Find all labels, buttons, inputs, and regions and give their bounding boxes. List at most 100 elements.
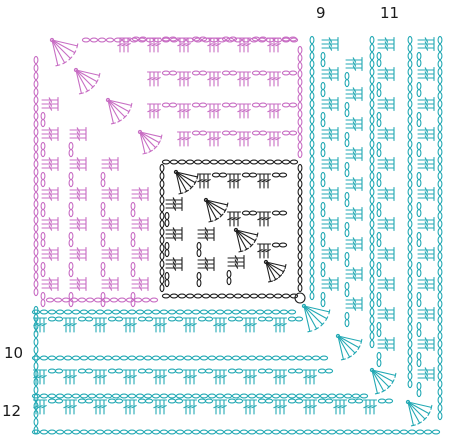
- chain-stitch: [273, 293, 283, 299]
- dc-stitch: [345, 176, 363, 184]
- dc-stitch: [417, 104, 435, 112]
- dc-stitch: [69, 224, 87, 232]
- dc-stitch: [101, 190, 119, 198]
- chain-stitch: [100, 268, 106, 278]
- chain-stitch: [407, 307, 413, 317]
- chain-stitch: [159, 275, 165, 285]
- dc-stitch: [417, 70, 435, 78]
- chain-stitch: [297, 195, 303, 205]
- dc-stitch: [417, 340, 435, 348]
- chain-stitch: [225, 159, 235, 165]
- dc-stitch: [214, 37, 222, 53]
- chain-stitch: [407, 163, 413, 173]
- chain-stitch: [141, 297, 151, 303]
- chain-stitch: [54, 398, 64, 404]
- chain-stitch: [159, 227, 165, 237]
- chain-stitch: [320, 201, 326, 211]
- dc-stitch: [182, 369, 190, 385]
- chain-stitch: [437, 67, 443, 77]
- chain-stitch: [97, 37, 107, 43]
- chain-stitch: [233, 159, 243, 165]
- dc-stitch: [417, 276, 435, 284]
- dc-stitch: [417, 254, 435, 262]
- chain-stitch: [264, 398, 274, 404]
- dc-stitch: [131, 276, 149, 284]
- chain-stitch: [33, 111, 39, 121]
- chain-stitch: [297, 109, 303, 119]
- chain-stitch: [33, 337, 39, 347]
- chain-stitch: [33, 151, 39, 161]
- chain-stitch: [271, 393, 281, 399]
- chain-stitch: [437, 51, 443, 61]
- dc-stitch: [216, 399, 224, 415]
- chain-stitch: [303, 393, 313, 399]
- chain-stitch: [376, 111, 382, 121]
- dc-stitch: [250, 399, 258, 415]
- dc-stitch: [377, 220, 395, 228]
- dc-stitch: [377, 130, 395, 138]
- chain-stitch: [288, 70, 298, 76]
- chain-stitch: [33, 353, 39, 363]
- chain-stitch: [264, 368, 274, 374]
- chain-stitch: [33, 345, 39, 355]
- chain-stitch: [309, 187, 315, 197]
- chain-stitch: [55, 429, 65, 435]
- dc-stitch: [280, 369, 288, 385]
- chain-stitch: [40, 178, 46, 188]
- dc-stitch: [345, 236, 363, 244]
- dc-stitch: [377, 310, 395, 318]
- dc-stitch: [216, 317, 224, 333]
- dc-stitch: [66, 399, 74, 415]
- dc-stitch: [377, 186, 395, 194]
- chain-stitch: [223, 355, 233, 361]
- dc-stitch: [321, 254, 339, 262]
- dc-stitch: [41, 164, 59, 172]
- chain-stitch: [309, 291, 315, 301]
- chain-stitch: [257, 398, 267, 404]
- chain-stitch: [344, 258, 350, 268]
- chain-stitch: [185, 293, 195, 299]
- chain-stitch: [159, 211, 165, 221]
- dc-stitch: [345, 120, 363, 128]
- chain-stitch: [33, 207, 39, 217]
- dc-stitch: [130, 317, 138, 333]
- chain-stitch: [47, 393, 57, 399]
- chain-stitch: [201, 293, 211, 299]
- chain-stitch: [33, 79, 39, 89]
- chain-stitch: [101, 297, 111, 303]
- chain-stitch: [407, 203, 413, 213]
- chain-stitch: [174, 368, 184, 374]
- chain-stitch: [297, 69, 303, 79]
- chain-stitch: [376, 358, 382, 368]
- dc-stitch: [180, 71, 188, 87]
- chain-stitch: [297, 77, 303, 87]
- dc-stitch: [131, 194, 149, 202]
- chain-stitch: [151, 309, 161, 315]
- dc-stitch: [417, 160, 435, 168]
- dc-stitch: [176, 103, 184, 119]
- chain-stitch: [369, 91, 375, 101]
- dc-stitch: [165, 200, 183, 208]
- chain-stitch: [221, 102, 231, 108]
- chain-stitch: [255, 355, 265, 361]
- dc-stitch: [160, 399, 168, 415]
- chain-stitch: [159, 179, 165, 189]
- chain-stitch: [407, 355, 413, 365]
- chain-stitch: [359, 393, 369, 399]
- chain-stitch: [258, 130, 268, 136]
- dc-stitch: [321, 280, 339, 288]
- chain-stitch: [135, 309, 145, 315]
- dc-stitch: [377, 156, 395, 164]
- chain-stitch: [130, 201, 136, 211]
- dc-stitch: [146, 37, 154, 53]
- chain-stitch: [264, 316, 274, 322]
- chain-stitch: [369, 179, 375, 189]
- chain-stitch: [114, 316, 124, 322]
- chain-stitch: [68, 148, 74, 158]
- dc-stitch: [69, 250, 87, 258]
- chain-stitch: [87, 355, 97, 361]
- chain-stitch: [84, 368, 94, 374]
- chain-stitch: [40, 208, 46, 218]
- dc-stitch: [69, 280, 87, 288]
- dc-stitch: [69, 164, 87, 172]
